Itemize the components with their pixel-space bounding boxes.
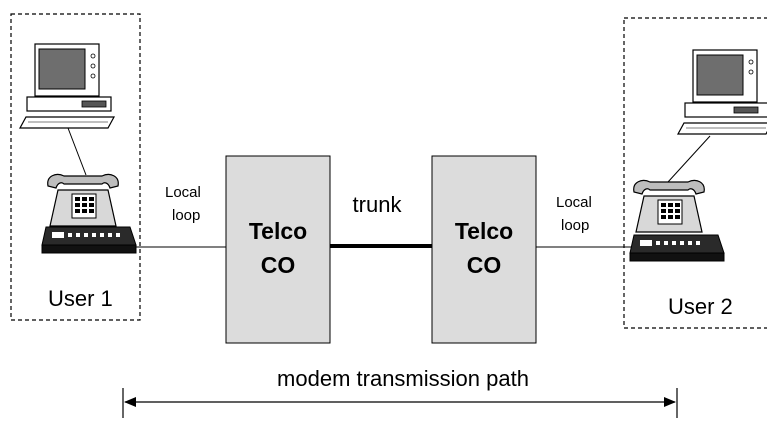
left-local-loop-label-line1: Local (165, 184, 201, 201)
user-1-boundary (10, 13, 141, 321)
modem-icon (41, 226, 137, 254)
right-telco-label-line2: CO (467, 252, 502, 278)
left-telco-office: Telco CO (225, 155, 331, 344)
telephone-icon (633, 179, 705, 233)
user-1-site: User 1 (10, 13, 141, 321)
right-telco-office: Telco CO (431, 155, 537, 344)
left-local-loop-label-line2: loop (172, 207, 200, 224)
user-2-label: User 2 (668, 294, 733, 319)
computer-icon (18, 43, 116, 129)
right-telco-label-line1: Telco (455, 218, 513, 244)
left-telco-label-line2: CO (261, 252, 296, 278)
right-local-loop-label-line1: Local (556, 194, 592, 211)
modem-icon (629, 234, 725, 262)
telephone-icon (47, 173, 119, 227)
computer-cable (67, 127, 87, 176)
user-2-site: User 2 (623, 17, 767, 329)
trunk-label: trunk (353, 192, 403, 217)
left-telco-label-line1: Telco (249, 218, 307, 244)
user-1-label: User 1 (48, 286, 113, 311)
right-telco-box (431, 155, 537, 344)
computer-icon (676, 49, 767, 135)
transmission-path-label: modem transmission path (277, 366, 529, 391)
left-telco-box (225, 155, 331, 344)
right-local-loop-label-line2: loop (561, 217, 589, 234)
computer-cable (667, 135, 711, 183)
user-2-boundary (623, 17, 767, 329)
